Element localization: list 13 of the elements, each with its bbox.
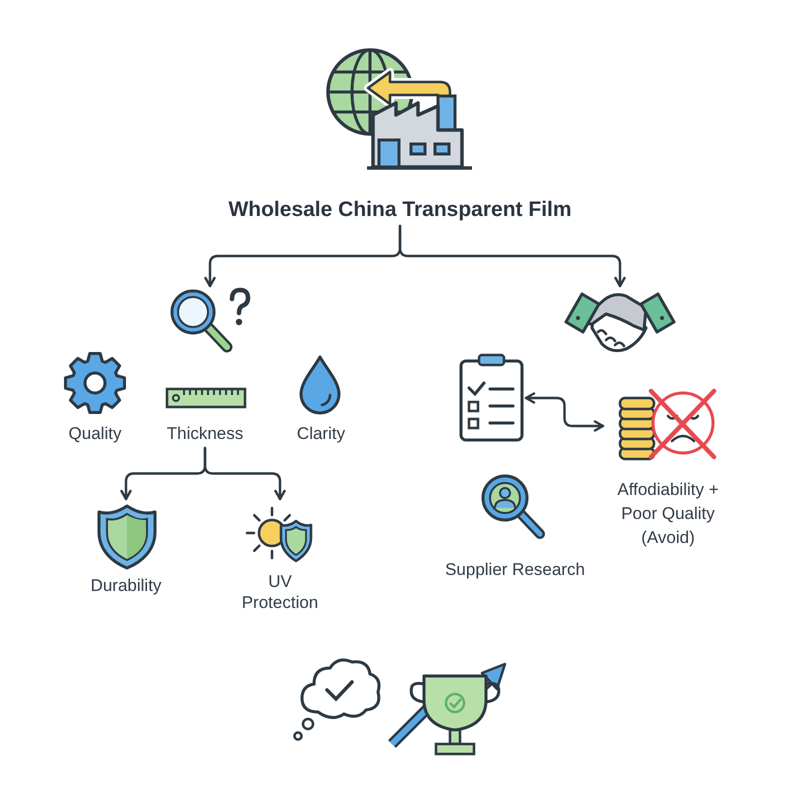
node-label: Quality	[68, 423, 122, 445]
node-label: Thickness	[166, 423, 244, 445]
arrow	[204, 446, 286, 500]
magnifier-question-icon	[168, 286, 252, 354]
node-label: UV Protection	[240, 571, 320, 613]
title-text: Wholesale China Transparent Film	[228, 197, 572, 223]
clipboard-checklist-icon	[458, 352, 526, 444]
node-label: Clarity	[296, 423, 346, 445]
node-label: Affodiability + Poor Quality (Avoid)	[616, 479, 720, 549]
arrow	[398, 224, 626, 288]
node-label: Durability	[90, 575, 162, 597]
double-headed-arrow	[524, 392, 604, 432]
node-label: Supplier Research	[445, 559, 585, 581]
